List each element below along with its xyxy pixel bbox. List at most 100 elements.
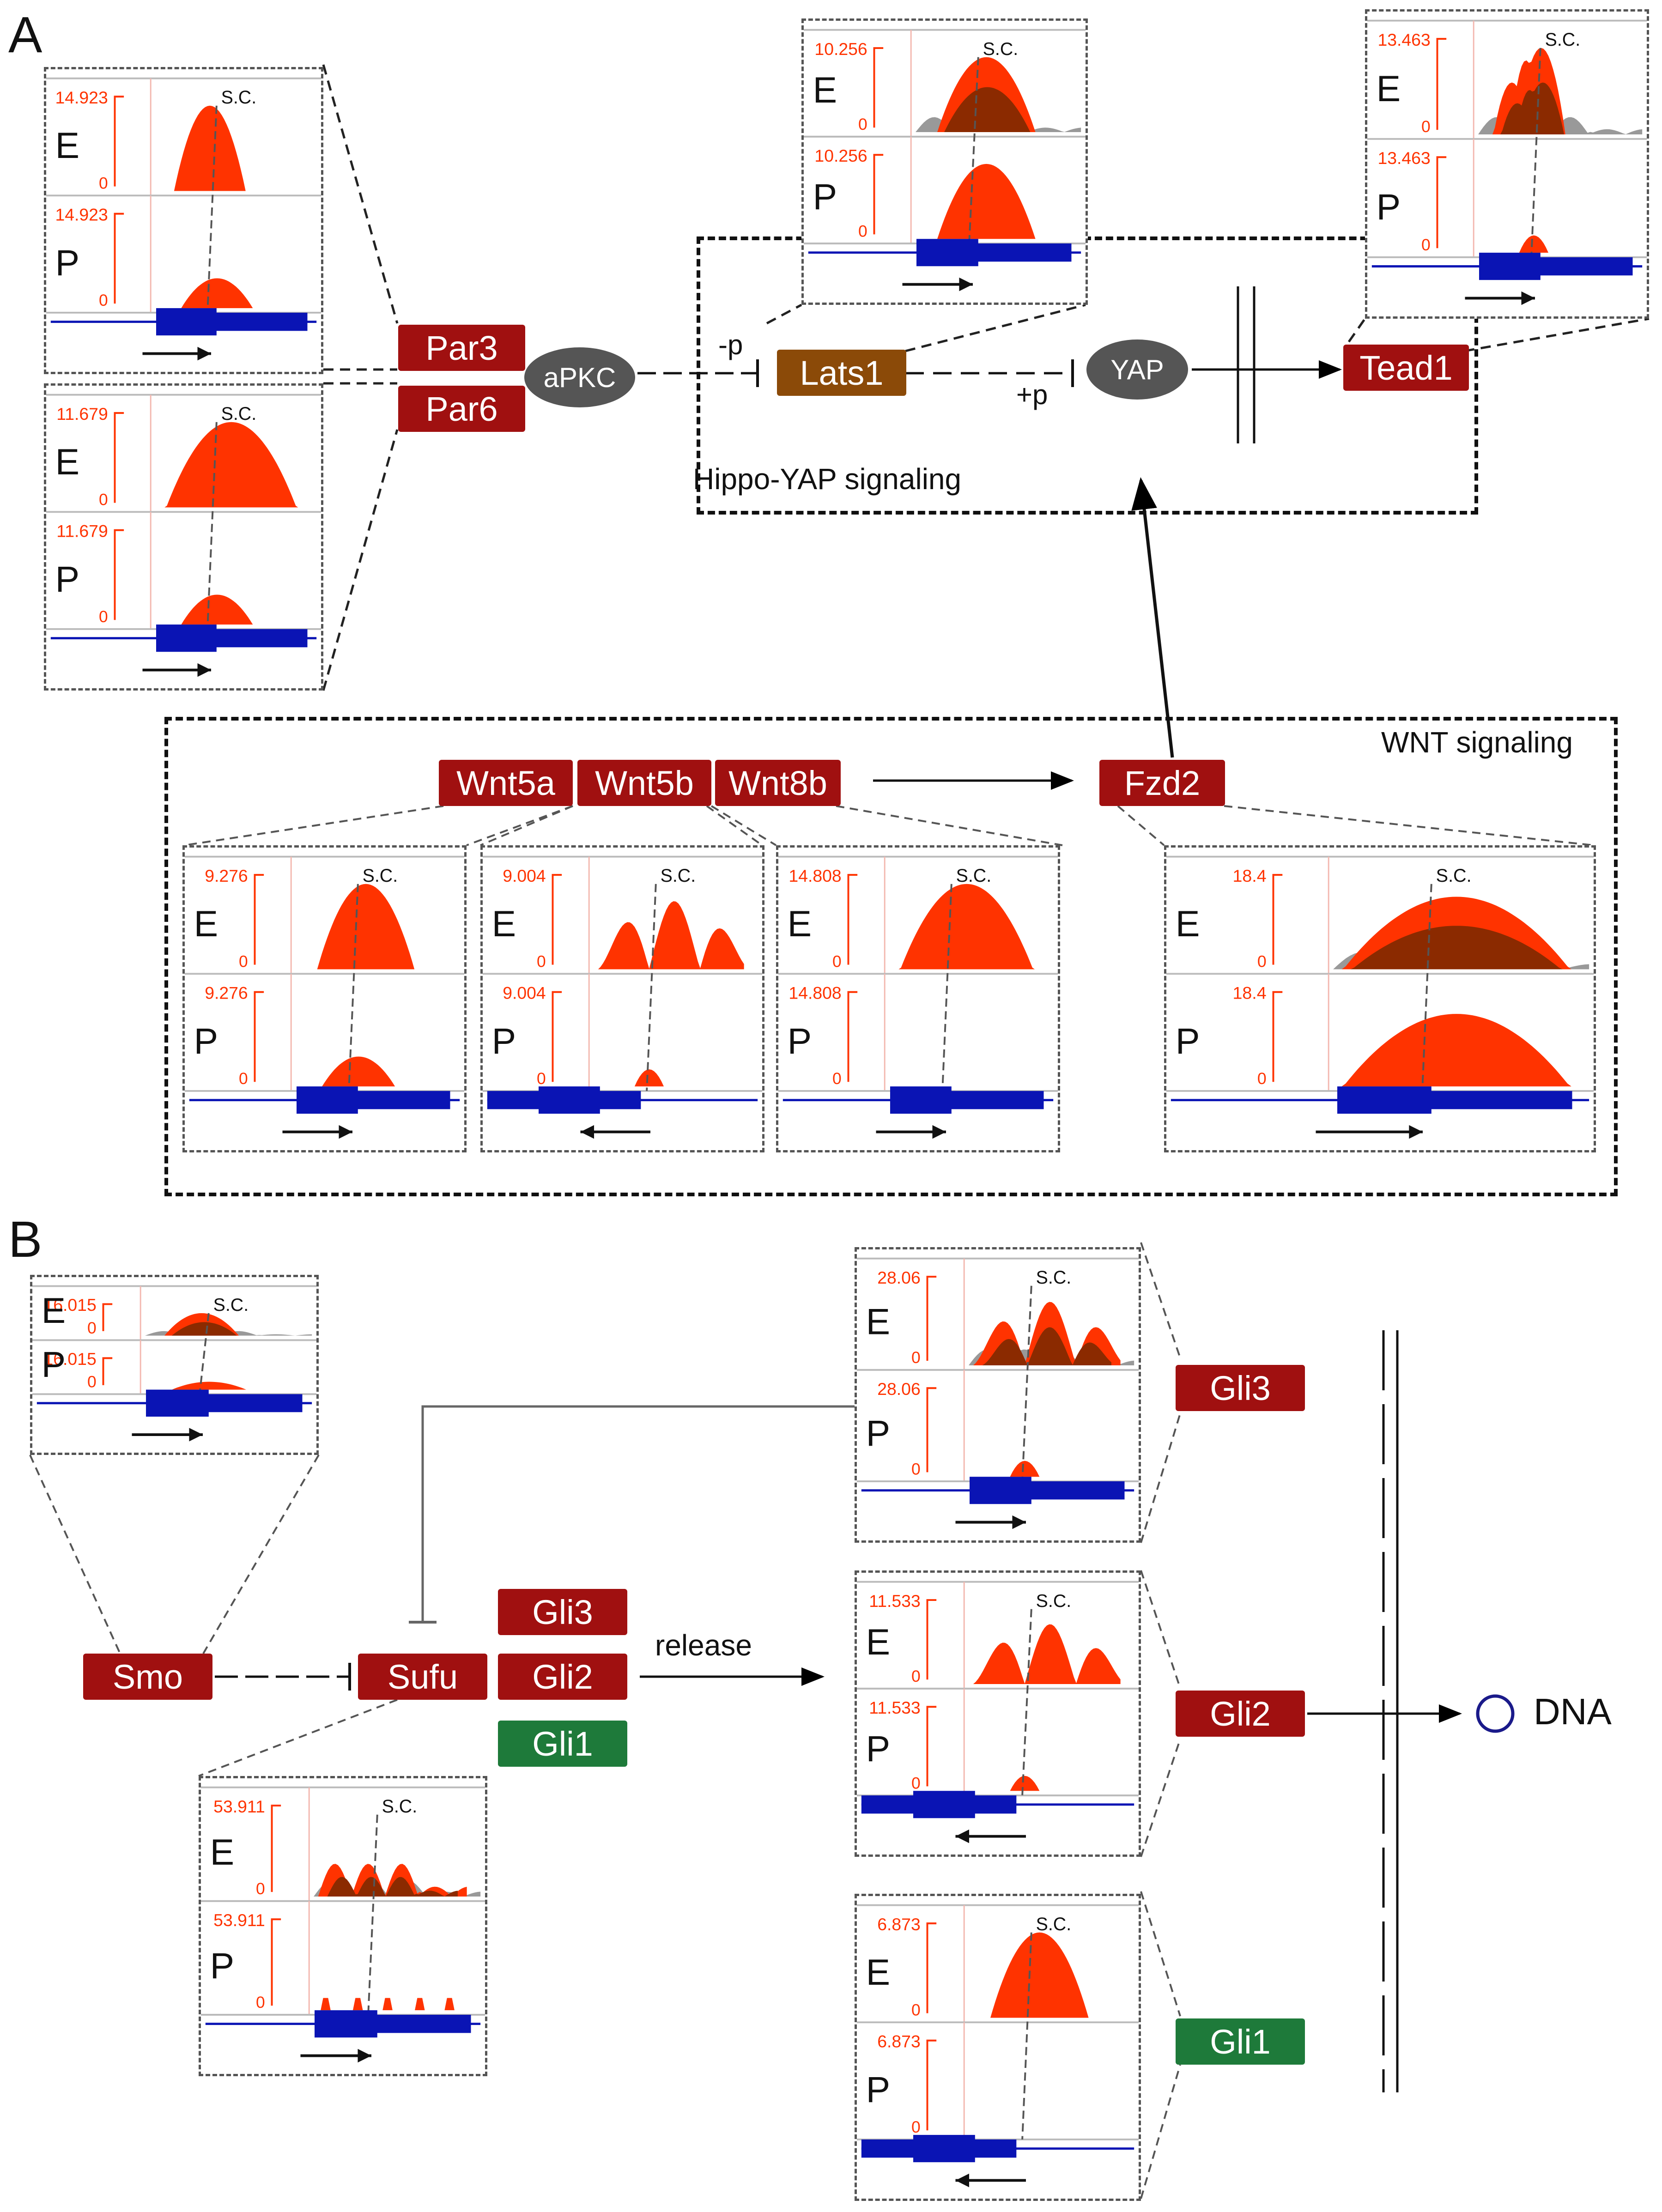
track-label-p: P <box>1377 187 1401 227</box>
scale-bracket <box>847 991 858 1082</box>
scale-bracket <box>114 412 124 503</box>
track-zero-value: 0 <box>832 952 842 971</box>
strand-arrowhead <box>955 2173 970 2188</box>
sc-line <box>968 57 979 244</box>
sc-label: S.C. <box>1545 30 1581 50</box>
gene-utr <box>146 1394 303 1412</box>
overlap-signal <box>982 1327 1111 1366</box>
plus-p-label: +p <box>1016 379 1048 410</box>
track-max-value: 16.015 <box>43 1349 96 1369</box>
signal-peak <box>973 1932 1121 2018</box>
gli2-right-node: Gli2 <box>1176 1691 1305 1737</box>
track-zero-value: 0 <box>1421 236 1431 254</box>
track-zero-value: 0 <box>537 952 546 971</box>
par3-node: Par3 <box>398 325 525 371</box>
gene-utr <box>156 629 308 648</box>
wnt8b-node: Wnt8b <box>715 760 841 806</box>
scale-bracket <box>102 1357 113 1385</box>
track-zero-value: 0 <box>911 1348 921 1367</box>
strand-arrowhead <box>189 1428 203 1442</box>
par6-node: Par6 <box>398 386 525 432</box>
gli3-node: Gli3 <box>498 1589 627 1635</box>
track-zero-value: 0 <box>858 222 867 240</box>
strand-arrowhead <box>932 1125 946 1139</box>
signal-peak <box>318 1864 467 1897</box>
track-label-p: P <box>866 2069 891 2110</box>
minus-p-label: -p <box>718 329 743 360</box>
signal-peak <box>973 1624 1121 1685</box>
overlap-signal <box>1492 82 1620 134</box>
scale-bracket <box>1436 38 1447 130</box>
track-label-p: P <box>866 1413 891 1454</box>
track-label-e: E <box>210 1832 234 1873</box>
strand-arrowhead <box>1012 1515 1026 1529</box>
track-max-value: 14.808 <box>789 983 841 1002</box>
sc-line <box>1021 1609 1032 1796</box>
track-max-value: 9.276 <box>205 866 248 885</box>
track-zero-value: 0 <box>239 1069 248 1088</box>
scale-bracket <box>926 1276 937 1361</box>
track-label-p: P <box>194 1021 218 1061</box>
track-label-p: P <box>210 1945 234 1986</box>
strand-arrowhead <box>197 663 211 677</box>
scale-bracket <box>254 991 264 1082</box>
track-max-value: 11.533 <box>869 1591 921 1611</box>
smo-node: Smo <box>83 1654 212 1700</box>
track-label-e: E <box>42 1290 66 1331</box>
sc-label: S.C. <box>1436 866 1472 886</box>
signal-peak <box>159 278 303 309</box>
hippo-yap-label: Hippo-YAP signaling <box>693 462 962 496</box>
gene-utr <box>861 2139 1017 2158</box>
sc-label: S.C. <box>1036 1591 1072 1611</box>
wnt5b-node: Wnt5b <box>577 760 711 806</box>
track-zero-value: 0 <box>832 1069 842 1088</box>
track-max-value: 6.873 <box>877 2031 921 2051</box>
signal-peak <box>149 1382 298 1390</box>
track-label-e: E <box>194 903 218 944</box>
signal-peak <box>920 164 1068 239</box>
sc-line <box>646 884 657 1091</box>
gli1-right-node: Gli1 <box>1176 2018 1305 2065</box>
sc-label: S.C. <box>661 866 696 886</box>
track-max-value: 11.533 <box>869 1698 921 1717</box>
signal-peak <box>159 594 303 625</box>
scale-bracket <box>926 1922 937 2013</box>
track-zero-value: 0 <box>99 174 108 193</box>
gli3-right-node: Gli3 <box>1176 1365 1305 1411</box>
signal-peak <box>300 1056 446 1087</box>
track-max-value: 18.4 <box>1232 866 1266 885</box>
track-label-e: E <box>492 903 516 944</box>
track-zero-value: 0 <box>537 1069 546 1088</box>
track-max-value: 6.873 <box>877 1915 921 1934</box>
track-zero-value: 0 <box>1257 1069 1267 1088</box>
scale-bracket <box>1272 991 1283 1082</box>
wnt-label: WNT signaling <box>1381 726 1573 759</box>
scale-bracket <box>114 212 124 304</box>
gene-utr <box>487 1091 641 1109</box>
track-zero-value: 0 <box>1421 117 1431 136</box>
sc-line <box>206 105 218 313</box>
overlap-signal <box>327 1877 458 1897</box>
sc-label: S.C. <box>213 1295 249 1315</box>
scale-bracket <box>114 96 124 187</box>
scale-bracket <box>271 1805 281 1892</box>
strand-arrowhead <box>197 346 211 361</box>
track-label-e: E <box>866 1302 891 1342</box>
scale-bracket <box>114 529 124 620</box>
track-max-value: 18.4 <box>1232 983 1266 1003</box>
gene-utr <box>890 1091 1044 1109</box>
track-label-p: P <box>42 1344 66 1385</box>
gene-utr <box>1337 1091 1572 1109</box>
track-label-p: P <box>492 1021 516 1061</box>
scale-bracket <box>552 991 562 1082</box>
scale-bracket <box>1272 874 1283 965</box>
